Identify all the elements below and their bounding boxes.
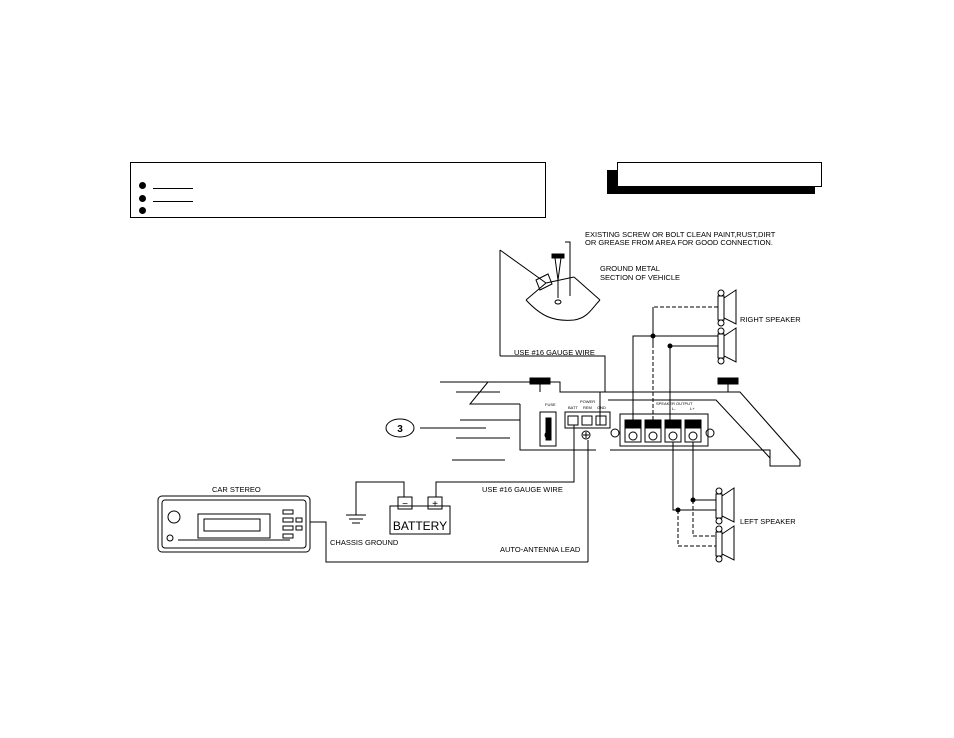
dot-icon — [139, 195, 146, 202]
left-speaker-upper — [715, 487, 735, 525]
rem-label: REM — [583, 405, 592, 410]
gauge-wire-bottom-label: USE #16 GAUGE WIRE — [482, 485, 563, 494]
right-speaker-lower — [717, 327, 737, 365]
dot-icon — [139, 207, 146, 214]
left-speaker-wiring — [672, 442, 716, 547]
legend-box — [130, 162, 546, 218]
dot-icon — [139, 182, 146, 189]
right-speaker-wiring — [632, 306, 718, 420]
speaker-output-l-minus: L- — [672, 406, 676, 411]
left-speaker-lower — [715, 525, 735, 563]
car-stereo — [157, 495, 311, 553]
callout-bubble — [385, 418, 415, 438]
battery — [389, 496, 451, 535]
speaker-output-l-plus: L+ — [690, 406, 695, 411]
fuse-label: FUSE — [545, 402, 556, 407]
power-wiring — [310, 392, 601, 563]
ground-metal-label-1: GROUND METAL — [600, 264, 660, 273]
battery-minus-label: − — [402, 499, 408, 510]
power-label: POWER — [580, 399, 595, 404]
title-box — [617, 162, 822, 187]
ground-metal-detail — [499, 241, 606, 392]
car-stereo-label: CAR STEREO — [212, 485, 261, 494]
battery-label: BATTERY — [393, 519, 447, 533]
speaker-terminals — [624, 419, 702, 443]
legend-underline — [153, 201, 193, 202]
existing-screw-label-1: EXISTING SCREW OR BOLT CLEAN PAINT,RUST,… — [585, 230, 776, 239]
existing-screw-label-2: OR GREASE FROM AREA FOR GOOD CONNECTION. — [585, 238, 773, 247]
speaker-output-label: SPEAKER OUTPUT — [656, 401, 693, 406]
batt-label: BATT — [568, 405, 578, 410]
chassis-ground-label: CHASSIS GROUND — [330, 538, 399, 547]
legend-underline — [153, 188, 193, 189]
right-speaker-upper — [717, 289, 737, 327]
left-speaker-label: LEFT SPEAKER — [740, 517, 796, 526]
gauge-wire-top-label: USE #16 GAUGE WIRE — [514, 348, 595, 357]
auto-antenna-label: AUTO-ANTENNA LEAD — [500, 545, 581, 554]
gnd-label: GND — [597, 405, 606, 410]
amplifier — [440, 377, 801, 467]
ground-metal-label-2: SECTION OF VEHICLE — [600, 273, 680, 282]
callout-number: 3 — [397, 424, 403, 435]
battery-plus-label: + — [432, 499, 438, 510]
right-speaker-label: RIGHT SPEAKER — [740, 315, 801, 324]
